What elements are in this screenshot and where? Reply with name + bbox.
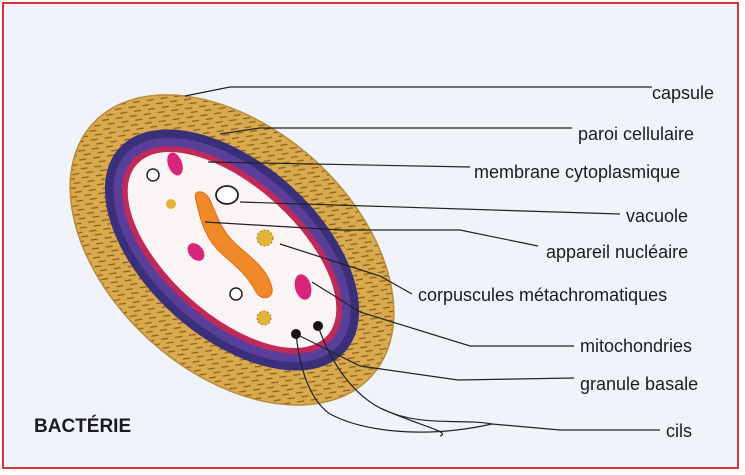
- vacuole: [147, 169, 159, 181]
- label-membrane-cytoplasmique: membrane cytoplasmique: [474, 162, 680, 182]
- label-paroi-cellulaire: paroi cellulaire: [578, 124, 694, 144]
- vacuole: [230, 288, 242, 300]
- vacuole: [216, 186, 238, 204]
- label-cils: cils: [666, 421, 692, 441]
- label-capsule: capsule: [652, 83, 714, 103]
- diagram-title: BACTÉRIE: [34, 415, 131, 437]
- label-mitochondries: mitochondries: [580, 336, 692, 356]
- label-corpuscules-metachromatiques: corpuscules métachromatiques: [418, 285, 667, 305]
- label-vacuole: vacuole: [626, 206, 688, 226]
- label-granule-basale: granule basale: [580, 374, 698, 394]
- label-appareil-nucleaire: appareil nucléaire: [546, 242, 688, 262]
